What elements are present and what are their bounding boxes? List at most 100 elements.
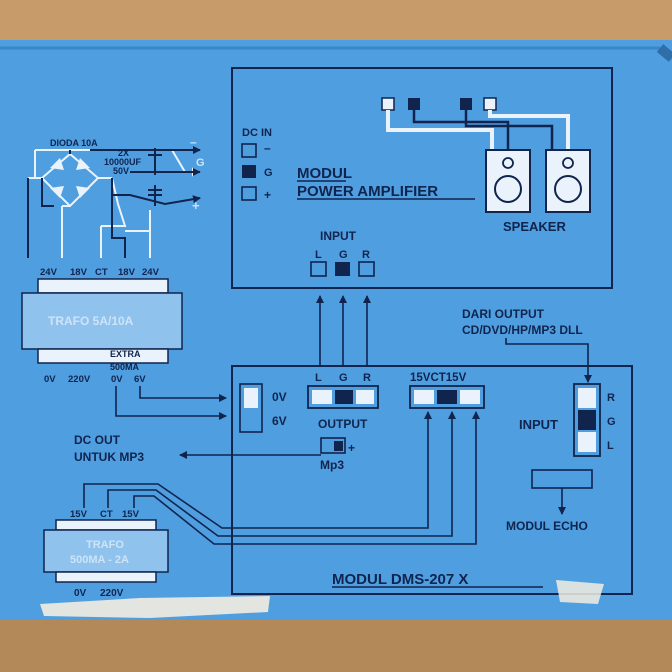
dms-supply-15v-b [460, 390, 480, 404]
torn-tape-right [556, 580, 604, 604]
dms-dc-terminal [239, 383, 263, 433]
speaker-right-terminal-a [460, 98, 472, 110]
amp-input-terminal-g [335, 262, 350, 276]
speaker-right-icon [545, 149, 591, 213]
source-arrow [505, 338, 592, 383]
dms-output-pin-l: L [315, 372, 322, 384]
power-amp-title-2: POWER AMPLIFIER [297, 183, 438, 200]
amp-input-terminal-l [310, 261, 327, 277]
trafo-small-bottom-tap-2: 220V [100, 588, 124, 599]
dms-supply-15v-a [414, 390, 434, 404]
dms-output-connector [307, 385, 379, 409]
dms-output-g [335, 390, 353, 404]
dms-supply-connector [409, 385, 485, 409]
trafo-main-tap-2: 18V [70, 267, 88, 278]
rect-out-plus-label: + [192, 198, 200, 213]
dioda-label: DIODA 10A [50, 138, 98, 148]
trafo-extra-2: 500MA [110, 362, 140, 372]
trafo-main-top-cap [37, 278, 169, 294]
dms-input-l [578, 432, 596, 452]
speaker-left-icon [485, 149, 531, 213]
dms-dc-terminal-0v [244, 388, 258, 408]
dms-input-r [578, 388, 596, 408]
dms-output-r [356, 390, 374, 404]
mp3-connector [320, 437, 346, 454]
amp-input-pin-l: L [315, 249, 322, 261]
dc-in-label: DC IN [242, 127, 272, 139]
dms-supply-ct [437, 390, 457, 404]
rectifier-wires-dark [27, 146, 201, 258]
dms-dc-0v-label: 0V [272, 390, 287, 404]
source-label-2: CD/DVD/HP/MP3 DLL [462, 323, 583, 337]
amp-input-terminal-r [358, 261, 375, 277]
dc-plus-terminal [241, 186, 257, 201]
trafo-small-label-2: 500MA - 2A [70, 554, 129, 566]
mp3-connector-pin [334, 441, 343, 451]
dms-supply-label: 15VCT15V [410, 372, 467, 384]
trafo-main-tap-3: CT [95, 267, 108, 278]
torn-tape-bottom [40, 596, 270, 618]
box-edge-right [656, 44, 672, 62]
trafo-main-bottom-tap-1: 0V [44, 374, 56, 385]
dc-out-label-2: UNTUK MP3 [74, 450, 144, 464]
rect-out-g-label: G [196, 157, 205, 169]
dc-out-label-1: DC OUT [74, 433, 121, 447]
dc-ground-terminal [242, 165, 256, 178]
trafo-extra-1: EXTRA [110, 349, 141, 359]
trafo-small-tap-1: 15V [70, 509, 88, 520]
dms-dc-6v-label: 6V [272, 414, 287, 428]
trafo-main-bottom-tap-4: 6V [134, 374, 146, 385]
dms-input-label: INPUT [519, 417, 558, 432]
trafo-extra-wires [115, 386, 227, 420]
dc-g-label: G [264, 167, 273, 179]
dc-minus-terminal [241, 143, 257, 158]
trafo-main-bottom-tap-2: 220V [68, 374, 91, 385]
speaker-wires-dark [412, 110, 554, 150]
dms-input-g [578, 410, 596, 430]
dms-input-pin-l: L [607, 440, 614, 452]
echo-label: MODUL ECHO [506, 519, 588, 533]
dms-input-connector [573, 383, 601, 457]
rect-out-minus-label: – [190, 135, 197, 149]
signal-arrows-up [316, 295, 371, 365]
power-amp-title-1: MODUL [297, 165, 352, 182]
trafo-main-tap-1: 24V [40, 267, 58, 278]
source-label-1: DARI OUTPUT [462, 307, 545, 321]
speaker-left-terminal-a [381, 97, 395, 111]
dms-output-pin-r: R [363, 372, 371, 384]
cap-label-2: 10000UF [104, 157, 142, 167]
trafo-small-top-cap [55, 519, 157, 531]
dc-minus-label: – [264, 141, 271, 155]
amp-input-pin-r: R [362, 249, 370, 261]
amp-input-label: INPUT [320, 229, 357, 243]
power-amp-module-box [231, 67, 613, 289]
dms-title: MODUL DMS-207 X [332, 571, 468, 588]
mp3-plus-label: + [348, 441, 355, 455]
dms-input-pin-g: G [607, 416, 616, 428]
dms-output-l [312, 390, 332, 404]
dc-plus-label: + [264, 188, 271, 202]
trafo-main-bottom-cap [37, 348, 169, 364]
trafo-small-core [43, 529, 169, 573]
trafo-main-label: TRAFO 5A/10A [48, 314, 134, 328]
dms-module-box [231, 365, 633, 595]
echo-block [531, 469, 593, 489]
dms-input-pin-r: R [607, 392, 615, 404]
diode-bridge-icon [50, 158, 90, 198]
cardboard-bottom [0, 620, 672, 672]
trafo-small-tap-3: 15V [122, 509, 140, 520]
trafo-main-bottom-tap-3: 0V [111, 374, 123, 385]
speaker-right-terminal-b [483, 97, 497, 111]
trafo-small-tap-2: CT [100, 509, 113, 520]
trafo-main-tap-4: 18V [118, 267, 136, 278]
trafo-small-bottom-cap [55, 571, 157, 583]
amp-input-pin-g: G [339, 249, 348, 261]
cap-label-3: 50V [113, 166, 129, 176]
small-trafo-wires-dark [83, 411, 480, 545]
trafo-small-bottom-tap-1: 0V [74, 588, 87, 599]
dms-output-label: OUTPUT [318, 417, 368, 431]
trafo-main-tap-5: 24V [142, 267, 160, 278]
cap-label-1: 2X [118, 148, 129, 158]
